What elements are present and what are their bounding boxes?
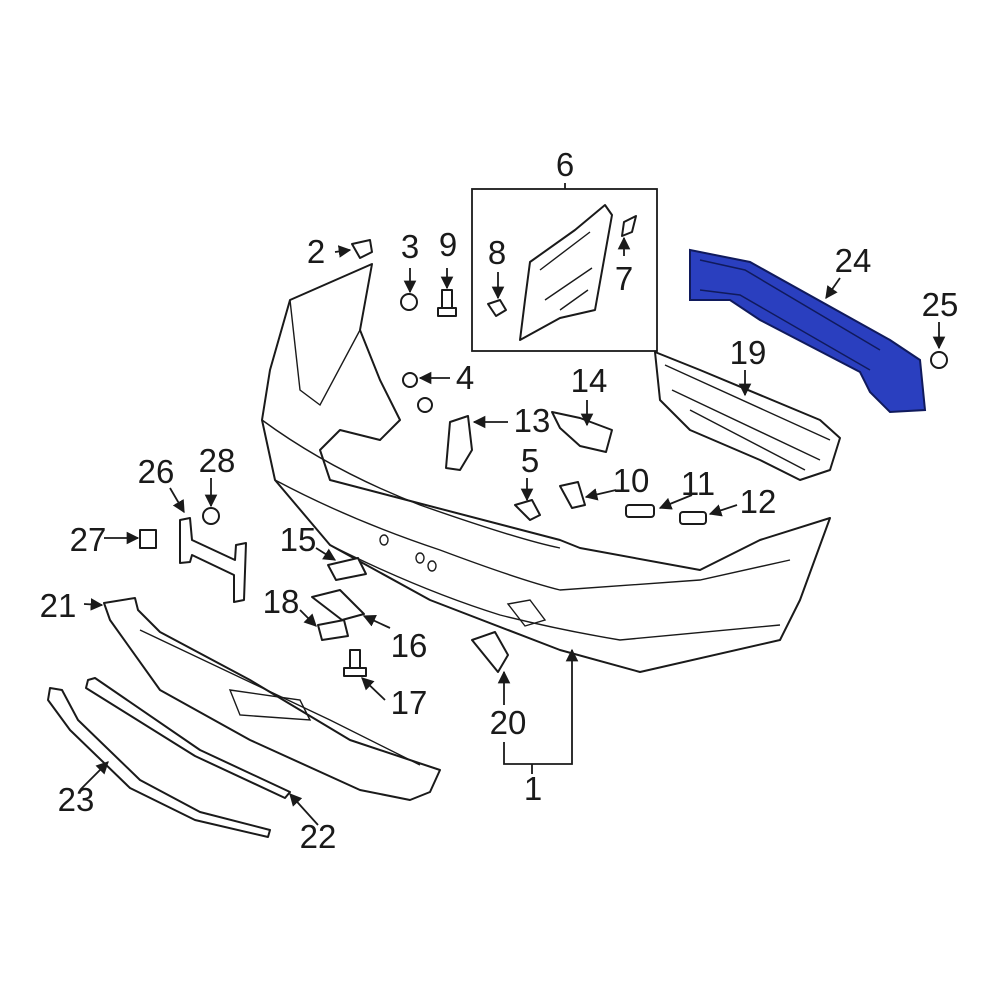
part-11-sensor xyxy=(625,504,655,518)
part-4-fasteners xyxy=(402,372,433,413)
callout-9: 9 xyxy=(439,226,457,263)
callout-20: 20 xyxy=(490,704,527,741)
callout-28: 28 xyxy=(199,442,236,479)
callout-4: 4 xyxy=(456,359,474,396)
part-2-clip xyxy=(351,239,373,259)
callout-14: 14 xyxy=(571,362,608,399)
callout-17: 17 xyxy=(391,684,428,721)
bracket-26 xyxy=(179,517,247,603)
callout-labels: 1 2 3 4 5 6 7 8 9 10 11 12 13 14 15 16 1… xyxy=(40,146,959,855)
callout-1: 1 xyxy=(524,770,542,807)
callout-5: 5 xyxy=(521,442,539,479)
callout-23: 23 xyxy=(58,781,95,818)
callout-11: 11 xyxy=(681,465,715,502)
callout-25: 25 xyxy=(922,286,959,323)
callout-15: 15 xyxy=(280,521,317,558)
part-27-bolt xyxy=(139,529,157,549)
group-6-box xyxy=(471,188,658,352)
part-13-bracket xyxy=(445,415,473,471)
callout-12: 12 xyxy=(740,483,777,520)
part-20-cap xyxy=(471,631,509,673)
callout-10: 10 xyxy=(613,462,650,499)
callout-18: 18 xyxy=(263,583,300,620)
part-18-pad xyxy=(317,619,349,641)
callout-24: 24 xyxy=(835,242,872,279)
callout-27: 27 xyxy=(70,521,107,558)
callout-16: 16 xyxy=(391,627,428,664)
callout-21: 21 xyxy=(40,587,77,624)
part-12-sensor xyxy=(679,511,707,525)
part-5-bracket xyxy=(514,499,541,521)
trim-strip-23 xyxy=(47,687,271,838)
trim-strip-22 xyxy=(85,677,291,799)
callout-3: 3 xyxy=(401,228,419,265)
part-16-bracket xyxy=(311,589,365,621)
part-28-nut xyxy=(202,507,220,525)
part-9-bolt xyxy=(437,289,457,317)
callout-19: 19 xyxy=(730,334,767,371)
callout-26: 26 xyxy=(138,453,175,490)
part-25-nut xyxy=(930,351,948,369)
part-15-pad xyxy=(327,557,367,581)
energy-absorber xyxy=(654,351,841,481)
callout-22: 22 xyxy=(300,818,337,855)
callout-13: 13 xyxy=(514,402,551,439)
part-17-bolt xyxy=(343,649,367,677)
callout-6: 6 xyxy=(556,146,574,183)
callout-7: 7 xyxy=(615,260,633,297)
callout-2: 2 xyxy=(307,233,325,270)
lower-valance xyxy=(103,597,441,801)
bumper-cover xyxy=(261,263,831,673)
callout-8: 8 xyxy=(488,234,506,271)
reinforcement-beam xyxy=(689,248,927,414)
part-14-bracket xyxy=(551,411,613,453)
part-10-bracket xyxy=(559,481,586,509)
part-3-nut xyxy=(400,293,418,311)
leader-lines xyxy=(79,183,946,826)
